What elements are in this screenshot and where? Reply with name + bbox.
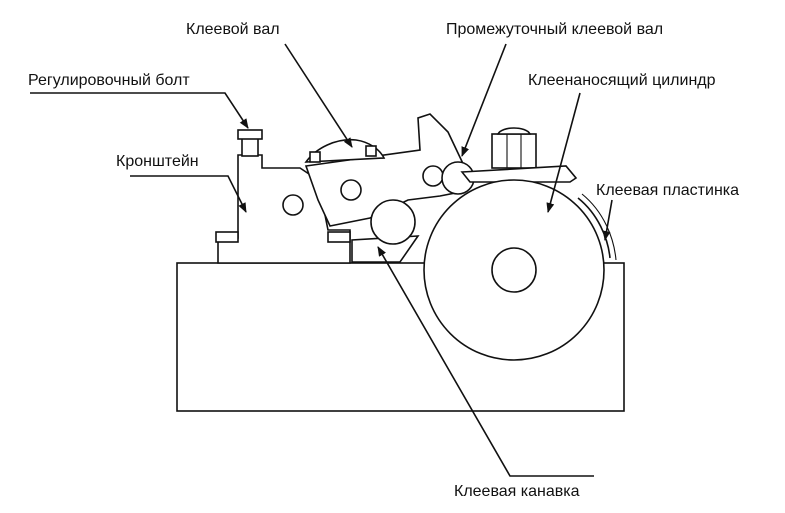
arm-hole-right: [422, 165, 444, 187]
label-adjusting-bolt: Регулировочный болт: [28, 72, 190, 89]
glue-roller-cap-bolt-right: [365, 145, 377, 157]
glue-plate: [577, 197, 611, 259]
top-nut-crown: [496, 127, 532, 135]
adjusting-bolt-head: [237, 129, 263, 140]
label-intermediate-roller: Промежуточный клеевой вал: [446, 21, 663, 38]
leader-intermediate-roller: [461, 43, 507, 157]
glue-plate-outer: [581, 193, 617, 261]
leader-applicator-cylinder: [546, 92, 581, 213]
label-glue-plate: Клеевая пластинка: [596, 182, 739, 199]
top-nut: [491, 133, 537, 169]
upper-plate: [460, 165, 578, 183]
label-bracket: Кронштейн: [116, 153, 199, 170]
glue-roller-cap-bolt-left: [309, 151, 321, 163]
label-applicator-cylinder: Клеенаносящий цилиндр: [528, 72, 716, 89]
bracket-foot-bolt-left: [215, 231, 239, 243]
label-glue-roller: Клеевой вал: [186, 21, 280, 38]
leader-glue-plate: [602, 199, 613, 241]
leader-glue-groove: [377, 246, 594, 477]
leader-glue-roller: [284, 43, 353, 148]
glue-roller-cap: [304, 138, 386, 163]
applicator-cylinder-hub: [491, 247, 537, 293]
bracket-pivot-hole: [282, 194, 304, 216]
label-glue-groove: Клеевая канавка: [454, 483, 580, 500]
bracket-foot-bolt-right: [327, 231, 351, 243]
groove-roller: [370, 199, 416, 245]
leader-bracket: [130, 175, 247, 213]
arm-hole-left: [340, 179, 362, 201]
leader-adjusting-bolt: [30, 92, 249, 129]
